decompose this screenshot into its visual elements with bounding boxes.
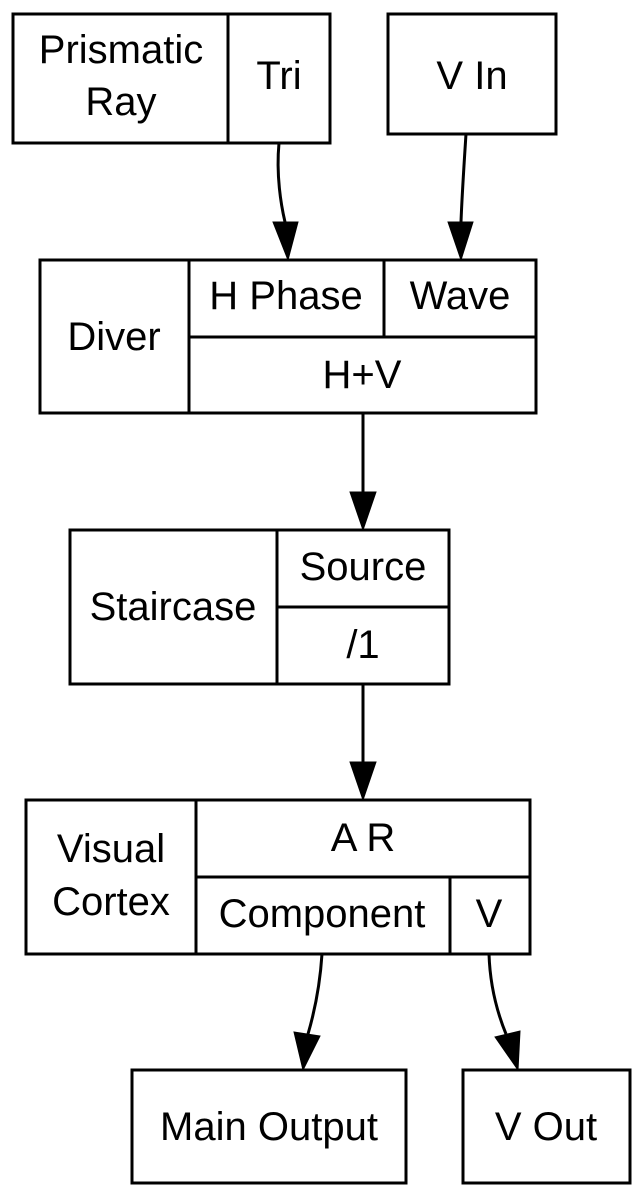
node-visual-cortex: Visual Cortex A R Component V [24, 798, 532, 956]
edge-component-to-main-output-line [306, 953, 324, 1035]
port-component: Component [219, 892, 426, 936]
edge-v-to-v-out-line [487, 953, 508, 1035]
port-tri: Tri [256, 54, 301, 98]
port-h-plus-v: H+V [323, 353, 402, 397]
node-v-in-box [386, 12, 558, 136]
edge-div-1-to-a-r-arrowhead [349, 761, 377, 802]
node-prismatic-ray-title-line2: Ray [85, 80, 156, 124]
node-main-output-title: Main Output [160, 1105, 378, 1149]
node-diver-title: Diver [67, 315, 160, 359]
node-visual-cortex-title-line1: Visual [57, 827, 165, 871]
node-v-out-title: V Out [495, 1105, 597, 1149]
node-v-in-title: V In [436, 54, 507, 98]
node-v-out-box [461, 1068, 632, 1185]
node-prismatic-ray-title-line1: Prismatic [39, 28, 203, 72]
node-staircase: Staircase Source /1 [68, 528, 451, 686]
node-v-out: V Out [461, 1068, 632, 1185]
node-visual-cortex-title-line2: Cortex [52, 880, 170, 924]
edge-v-in-to-wave-arrowhead [447, 221, 474, 262]
edge-tri-to-h-phase-line [276, 142, 287, 223]
edge-h-plus-v-to-source [349, 413, 377, 532]
edge-tri-to-h-phase-arrowhead [272, 221, 299, 262]
edge-h-plus-v-to-source-arrowhead [349, 491, 377, 532]
edge-v-in-to-wave [447, 133, 474, 262]
port-v: V [476, 892, 503, 936]
edge-component-to-main-output-arrowhead [293, 1031, 321, 1072]
port-source: Source [300, 545, 427, 589]
edge-v-to-v-out [487, 953, 521, 1072]
port-wave: Wave [410, 274, 511, 318]
edge-component-to-main-output [293, 953, 324, 1072]
node-staircase-title: Staircase [90, 585, 257, 629]
edge-v-in-to-wave-line [459, 133, 468, 223]
node-v-in: V In [386, 12, 558, 136]
port-h-phase: H Phase [209, 274, 362, 318]
port-div-1: /1 [346, 623, 379, 667]
edge-tri-to-h-phase [272, 142, 299, 262]
node-main-output-box [130, 1068, 408, 1185]
node-main-output: Main Output [130, 1068, 408, 1185]
port-a-r: A R [331, 816, 395, 860]
node-diver: Diver H Phase Wave H+V [38, 258, 538, 415]
edge-v-to-v-out-arrowhead [494, 1030, 521, 1072]
edge-div-1-to-a-r [349, 684, 377, 802]
node-prismatic-ray: Prismatic Ray Tri [11, 12, 332, 145]
node-prismatic-ray-box [11, 12, 332, 145]
